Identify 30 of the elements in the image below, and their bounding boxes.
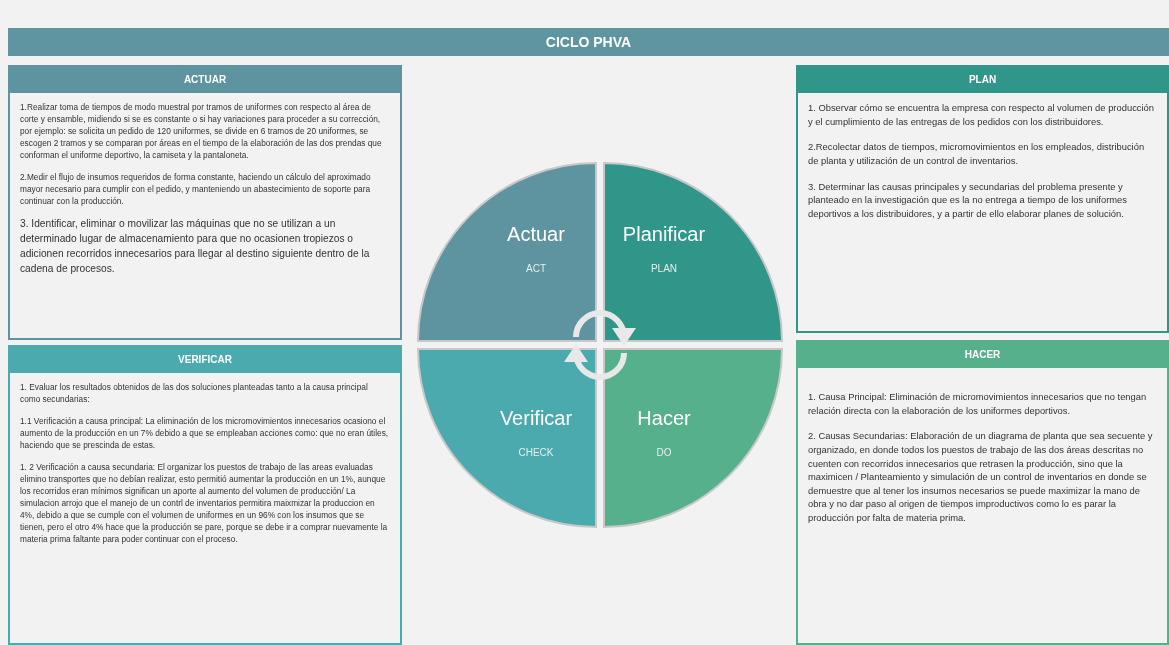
header-bar: VERIFICAR: [10, 347, 400, 373]
paragraph: 1.1 Verificación a causa principal: La eliminación de los micromovimientos innecesarios ocasiono el aumento de la producción en un 7% debido a que se empleaban acciones como: que no eran útiles, haciendo que se prescinda de estas.: [20, 415, 390, 452]
segment-title: Verificar: [498, 407, 574, 430]
segment-title: Actuar: [506, 223, 566, 246]
paragraph: 1. Causa Principal: Eliminación de micromovimientos innecesarios que no tengan relación directa con la elaboración de los uniformes deportivos.: [808, 390, 1148, 418]
paragraph: 1.Realizar toma de tiempos de modo muestral por tramos de uniformes con respecto al área de corte y ensamble, midiendo si se es constante o si hay variaciones para proceder a su corrección, por ejemplo: se solicita un pedido de 120 uniformes, se divide en 6 tramos de 20 uniformes, se escogen 2 tramos y se comparan por áreas en el tiempo de la elaboración de las dos prendas que conforman el uniforme deportivo, la camiseta y la pantaloneta.: [20, 101, 383, 162]
cycle-arrow: [573, 310, 636, 346]
segment-title: Planificar: [621, 223, 707, 246]
paragraph: 3. Determinar las causas principales y secundarias del problema presente y planteado en la investigación que es la no entrega a tiempo de los uniformes deportivos a los distribuidores, y a partir de ello elaborar planes de solución.: [808, 179, 1128, 221]
paragraph: 2. Causas Secundarias: Elaboración de un diagrama de planta que sea secuente y organizado, en donde todos los puestos de trabajo de las dos áreas descritas no cuenten con recorridos innecesarios que retrasen la producción, sino que la maximicen / Planteamiento y simulación de un control de inventarios en donde se demuestre que al tener los insumos necesarios se puede maximizar la mano de obra y no dar paso al origen de tiempos improductivos como lo es parar la producción por falta de materia prima.: [808, 429, 1154, 525]
text-panel: [796, 340, 1169, 645]
paragraph: 2.Recolectar datos de tiempos, micromovimientos en los empleados, distribución de planta y utilización de un control de inventarios.: [808, 140, 1146, 168]
text-panel: [796, 65, 1169, 333]
segment-title: Hacer: [636, 407, 692, 430]
paragraph: 3. Identificar, eliminar o movilizar las máquinas que no se utilizan a un determinado lugar de almacenamiento para que no ocasionen tropiezos o adicionen recorridos innecesarios para llegar al destino siguiente dentro de la cadena de procesos.: [20, 217, 371, 276]
header-bar: ACTUAR: [10, 67, 400, 93]
paragraph: 1. Observar cómo se encuentra la empresa con respecto al volumen de producción y el cumplimiento de las entregas de los pedidos con los distribuidores.: [808, 101, 1156, 129]
header-bar: PLAN: [798, 67, 1167, 93]
text-panel: [8, 65, 402, 340]
header-bar: HACER: [798, 342, 1167, 368]
title-banner: CICLO PHVA: [8, 28, 1169, 56]
segment-subtitle: PLAN: [649, 263, 679, 274]
paragraph: 2.Medir el flujo de insumos requeridos de forma constante, haciendo un cálculo del aproximado mayor necesario para cumplir con el pedido, y manteniendo un abastecimiento de soporte para continuar con la producción.: [20, 171, 372, 208]
segment-subtitle: CHECK: [517, 447, 555, 458]
segment-subtitle: DO: [655, 447, 673, 458]
paragraph: 1. Evaluar los resultados obtenidos de las dos soluciones planteadas tanto a la causa principal como secundarias:: [20, 381, 369, 406]
cycle-arrow: [564, 344, 627, 380]
text-panel: [8, 345, 402, 645]
paragraph: 1. 2 Verificación a causa secundaria: El organizar los puestos de trabajo de las areas evaluadas elimino transportes que no debían realizar, esto permitió aumentar la producción en un 1%, aunque los recorridos eran mínimos significan un aporte al aumento del volumen de producción/ La simulacion arrojo que el manejo de un contrl de inventarios permitira maixmizar la produccion en 4%, debido a que se cumple con el volumen de uniformes en un 96% con los insumos que se tienen, pero el otro 4% hace que la producción se pare, porque se debe ir a comprar nuevamente la materia prima faltante para poder continuar con el proceso.: [20, 461, 389, 546]
segment-subtitle: ACT: [525, 263, 547, 274]
